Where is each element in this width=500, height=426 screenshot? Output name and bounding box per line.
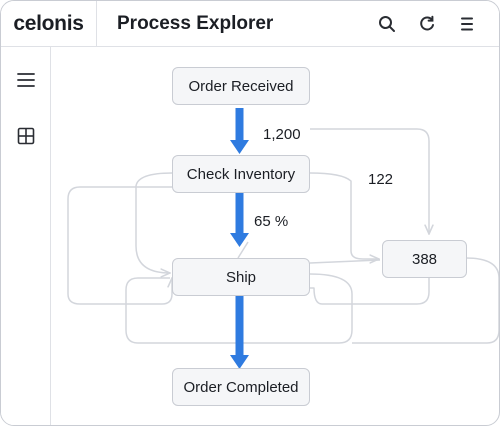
node-order-completed[interactable]: Order Completed — [172, 368, 310, 406]
edge-check-to-388 — [309, 172, 379, 259]
edge-label-received-to-check: 1,200 — [263, 126, 301, 143]
edge-label-check-to-ship: 65 % — [254, 213, 289, 230]
top-bar: celonis Process Explorer — [1, 1, 499, 47]
edge-388-bottom-loop — [310, 278, 430, 305]
hamburger-menu-icon[interactable] — [16, 70, 36, 90]
edge-left-loop — [67, 186, 172, 305]
process-graph-canvas[interactable]: Order Received Check Inventory Ship 388 … — [52, 48, 499, 425]
node-check-inventory[interactable]: Check Inventory — [172, 155, 310, 193]
menu-icon[interactable] — [457, 14, 477, 34]
sidebar — [1, 47, 51, 425]
edge-label-check-to-388: 122 — [368, 171, 394, 188]
search-icon[interactable] — [377, 14, 397, 34]
edge-ship-right-loop — [125, 273, 353, 344]
process-edges — [67, 108, 499, 369]
grid-icon[interactable] — [16, 126, 36, 146]
edge-received-to-388 — [310, 128, 429, 234]
edge-inner-loop — [135, 172, 173, 273]
node-ship[interactable]: Ship — [172, 258, 310, 296]
page-title: Process Explorer — [117, 13, 274, 34]
edge-ship-to-check-diagonal — [237, 241, 249, 259]
edge-right-outer-loop — [352, 257, 499, 344]
edge-ship-to-388 — [309, 259, 381, 264]
refresh-icon[interactable] — [417, 14, 437, 34]
node-388[interactable]: 388 — [382, 240, 467, 278]
node-order-received[interactable]: Order Received — [172, 67, 310, 105]
logo-area[interactable]: celonis — [1, 1, 97, 47]
celonis-logo: celonis — [13, 12, 84, 35]
main-flow-arrows — [230, 108, 249, 369]
